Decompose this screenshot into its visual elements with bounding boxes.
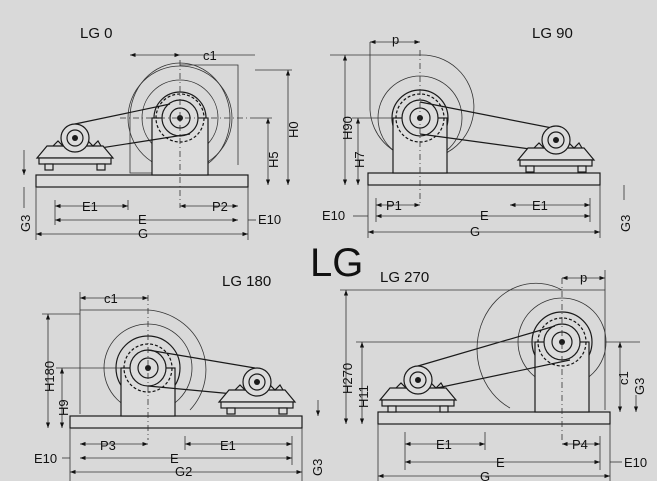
dim-e1: E1 bbox=[82, 199, 98, 214]
view-title: LG 0 bbox=[80, 25, 113, 42]
view-title: LG 270 bbox=[380, 269, 429, 286]
base-frame bbox=[35, 174, 249, 188]
dim-p2: P2 bbox=[212, 199, 228, 214]
dim-e1: E1 bbox=[220, 438, 236, 453]
motor bbox=[517, 125, 595, 173]
view-title: LG 90 bbox=[532, 25, 573, 42]
dim-h5: H5 bbox=[266, 151, 281, 168]
dim-g: G bbox=[138, 226, 148, 241]
dim-h9: H9 bbox=[56, 399, 71, 416]
view-lg0: LG 0 c1 H0 H5 G3 bbox=[18, 25, 301, 241]
motor bbox=[218, 367, 296, 415]
dim-g3: G3 bbox=[618, 215, 633, 232]
dim-g3: G3 bbox=[18, 215, 33, 232]
view-lg270: LG 270 p H270 H11 c1 G3 bbox=[340, 269, 647, 481]
motor bbox=[36, 123, 114, 171]
view-lg90: LG 90 p H90 H7 E10 P1 E E1 bbox=[322, 25, 633, 239]
dim-g2: G2 bbox=[175, 464, 192, 479]
base-frame bbox=[367, 172, 601, 186]
dim-e10: E10 bbox=[258, 212, 281, 227]
dim-c1: c1 bbox=[104, 291, 118, 306]
view-title: LG 180 bbox=[222, 273, 271, 290]
dim-g: G bbox=[470, 224, 480, 239]
dim-p4: P4 bbox=[572, 437, 588, 452]
base-frame bbox=[69, 415, 303, 429]
dim-h11: H11 bbox=[356, 385, 371, 408]
dim-e10: E10 bbox=[34, 451, 57, 466]
dim-g3: G3 bbox=[632, 378, 647, 395]
dim-e: E bbox=[138, 212, 147, 227]
dim-p3: P3 bbox=[100, 438, 116, 453]
dim-p1: P1 bbox=[386, 198, 402, 213]
base-frame bbox=[377, 411, 611, 425]
dim-c1: c1 bbox=[616, 371, 631, 385]
dim-h270: H270 bbox=[340, 363, 355, 394]
dim-e1: E1 bbox=[436, 437, 452, 452]
dim-e10: E10 bbox=[322, 208, 345, 223]
dim-p: p bbox=[392, 32, 399, 47]
dim-e: E bbox=[170, 451, 179, 466]
view-lg180: LG 180 c1 H180 H9 P3 E1 E E bbox=[34, 273, 325, 481]
dim-h90: H90 bbox=[340, 116, 355, 140]
main-title: LG bbox=[310, 241, 363, 285]
dim-g: G bbox=[480, 469, 490, 481]
dim-h180: H180 bbox=[42, 361, 57, 392]
dim-e1: E1 bbox=[532, 198, 548, 213]
dim-p: p bbox=[580, 270, 587, 285]
dim-h7: H7 bbox=[352, 151, 367, 168]
dim-e10: E10 bbox=[624, 455, 647, 470]
dim-e: E bbox=[496, 455, 505, 470]
dim-g3: G3 bbox=[310, 459, 325, 476]
dim-c1: c1 bbox=[203, 48, 217, 63]
dim-e: E bbox=[480, 208, 489, 223]
motor bbox=[379, 365, 457, 413]
dim-h0: H0 bbox=[286, 121, 301, 138]
